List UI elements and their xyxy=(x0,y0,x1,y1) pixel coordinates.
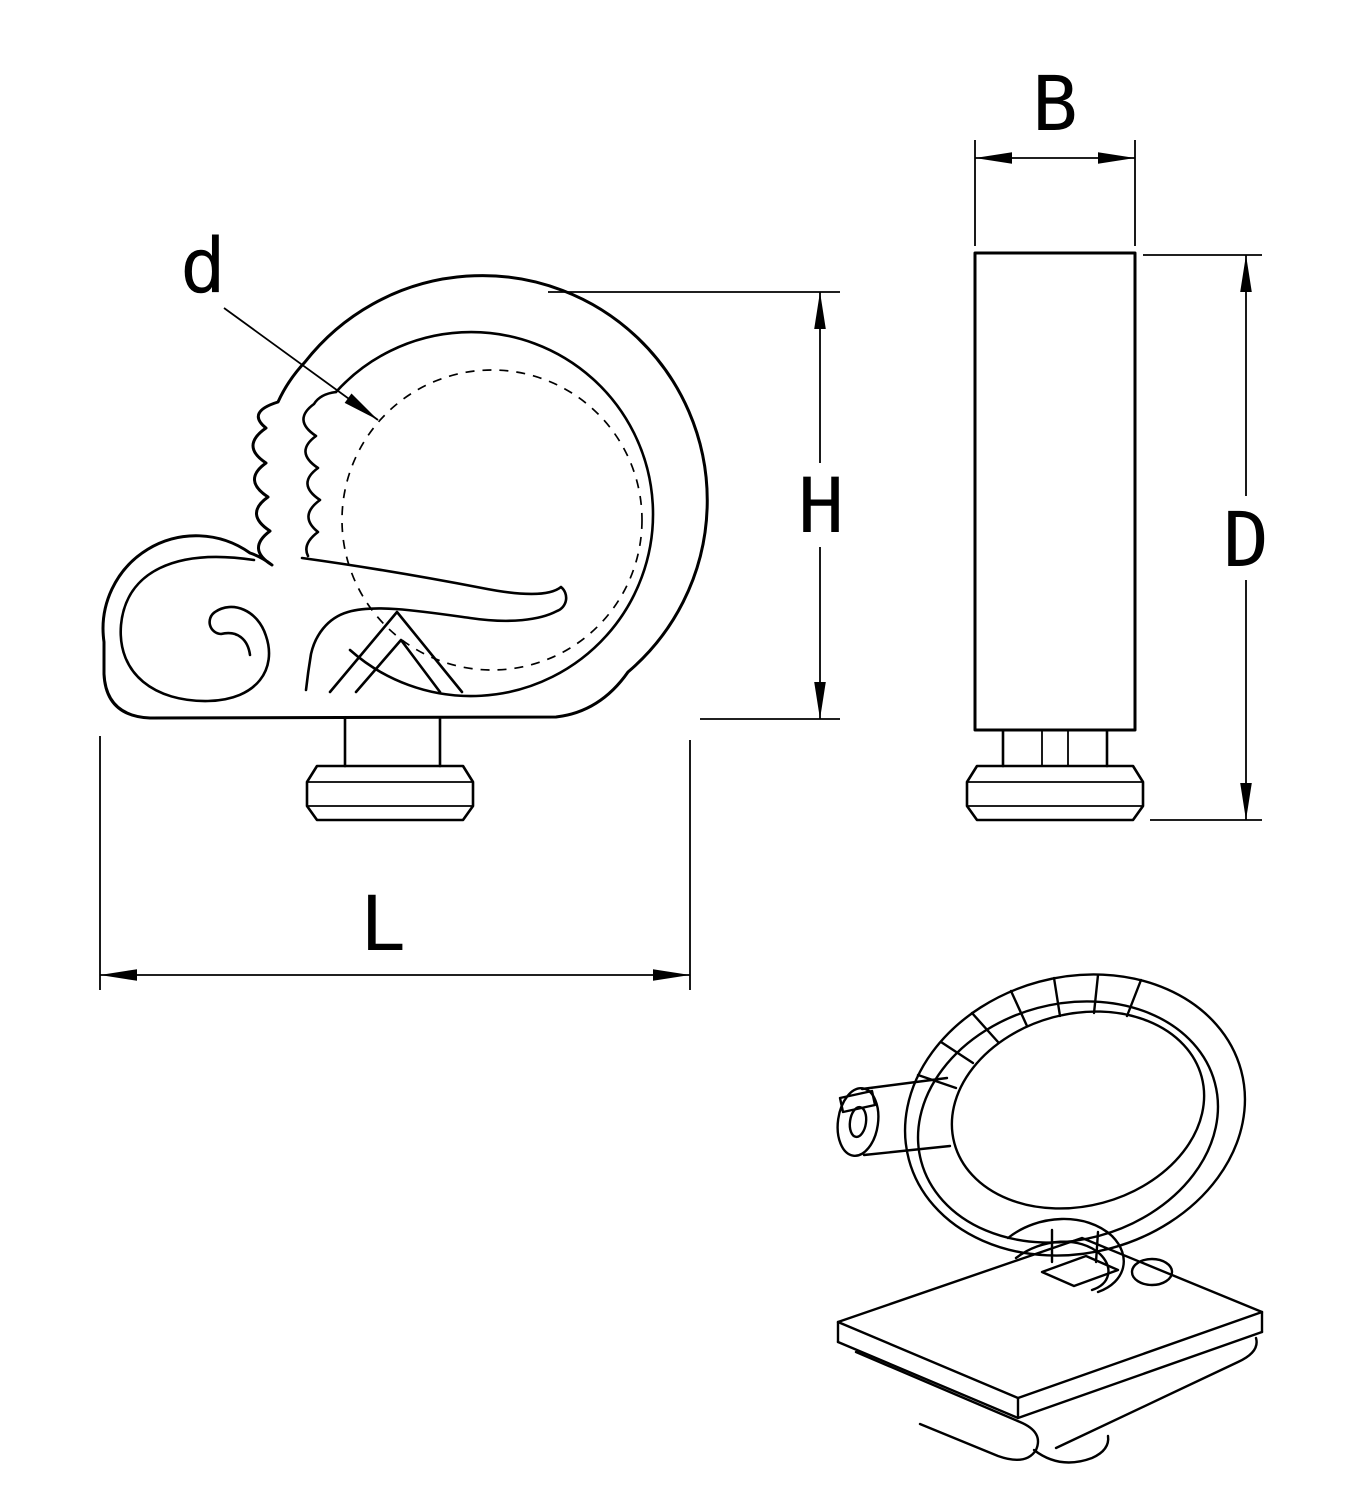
iso-base-plate xyxy=(836,1236,1264,1420)
dim-label-d: d xyxy=(180,221,226,310)
iso-loop-outer xyxy=(903,973,1247,1257)
iso-latch-curl xyxy=(1006,1217,1125,1294)
support-strut-inner xyxy=(354,638,442,694)
dim-label-h-bg xyxy=(786,463,856,547)
dim-label-depth: D xyxy=(1223,495,1269,584)
stud-flange xyxy=(305,764,475,822)
hook-inner-curl xyxy=(119,555,271,703)
ratchet-inner-edge xyxy=(302,390,338,558)
dimension-height: H xyxy=(548,291,856,720)
clamp-inner-loop xyxy=(334,330,655,698)
leader-line-d xyxy=(223,307,379,421)
support-strut-outer xyxy=(328,610,464,694)
isometric-view xyxy=(836,973,1264,1464)
dimension-cable-diameter: d xyxy=(180,221,379,421)
side-view xyxy=(101,274,709,822)
cable-diameter-circle xyxy=(341,369,643,671)
iso-sheet-fold xyxy=(854,1336,1258,1464)
dimension-length: L xyxy=(99,736,691,990)
profile-body xyxy=(973,251,1137,732)
dimension-depth: D xyxy=(1143,254,1282,821)
profile-view xyxy=(965,251,1145,822)
iso-stud-cylinder xyxy=(836,1076,952,1157)
dim-label-h: H xyxy=(798,461,844,550)
profile-flange xyxy=(965,764,1145,822)
clamp-outer-contour xyxy=(101,274,709,720)
dimension-width: B xyxy=(974,59,1136,246)
dim-label-d-depth-bg xyxy=(1210,496,1282,580)
latch-tongue xyxy=(300,556,568,692)
dim-label-l: L xyxy=(360,879,406,968)
iso-rivet xyxy=(1130,1257,1174,1287)
dim-label-b: B xyxy=(1032,59,1078,148)
iso-loop-ribs xyxy=(916,973,1143,1090)
iso-loop-inner xyxy=(950,1010,1206,1210)
